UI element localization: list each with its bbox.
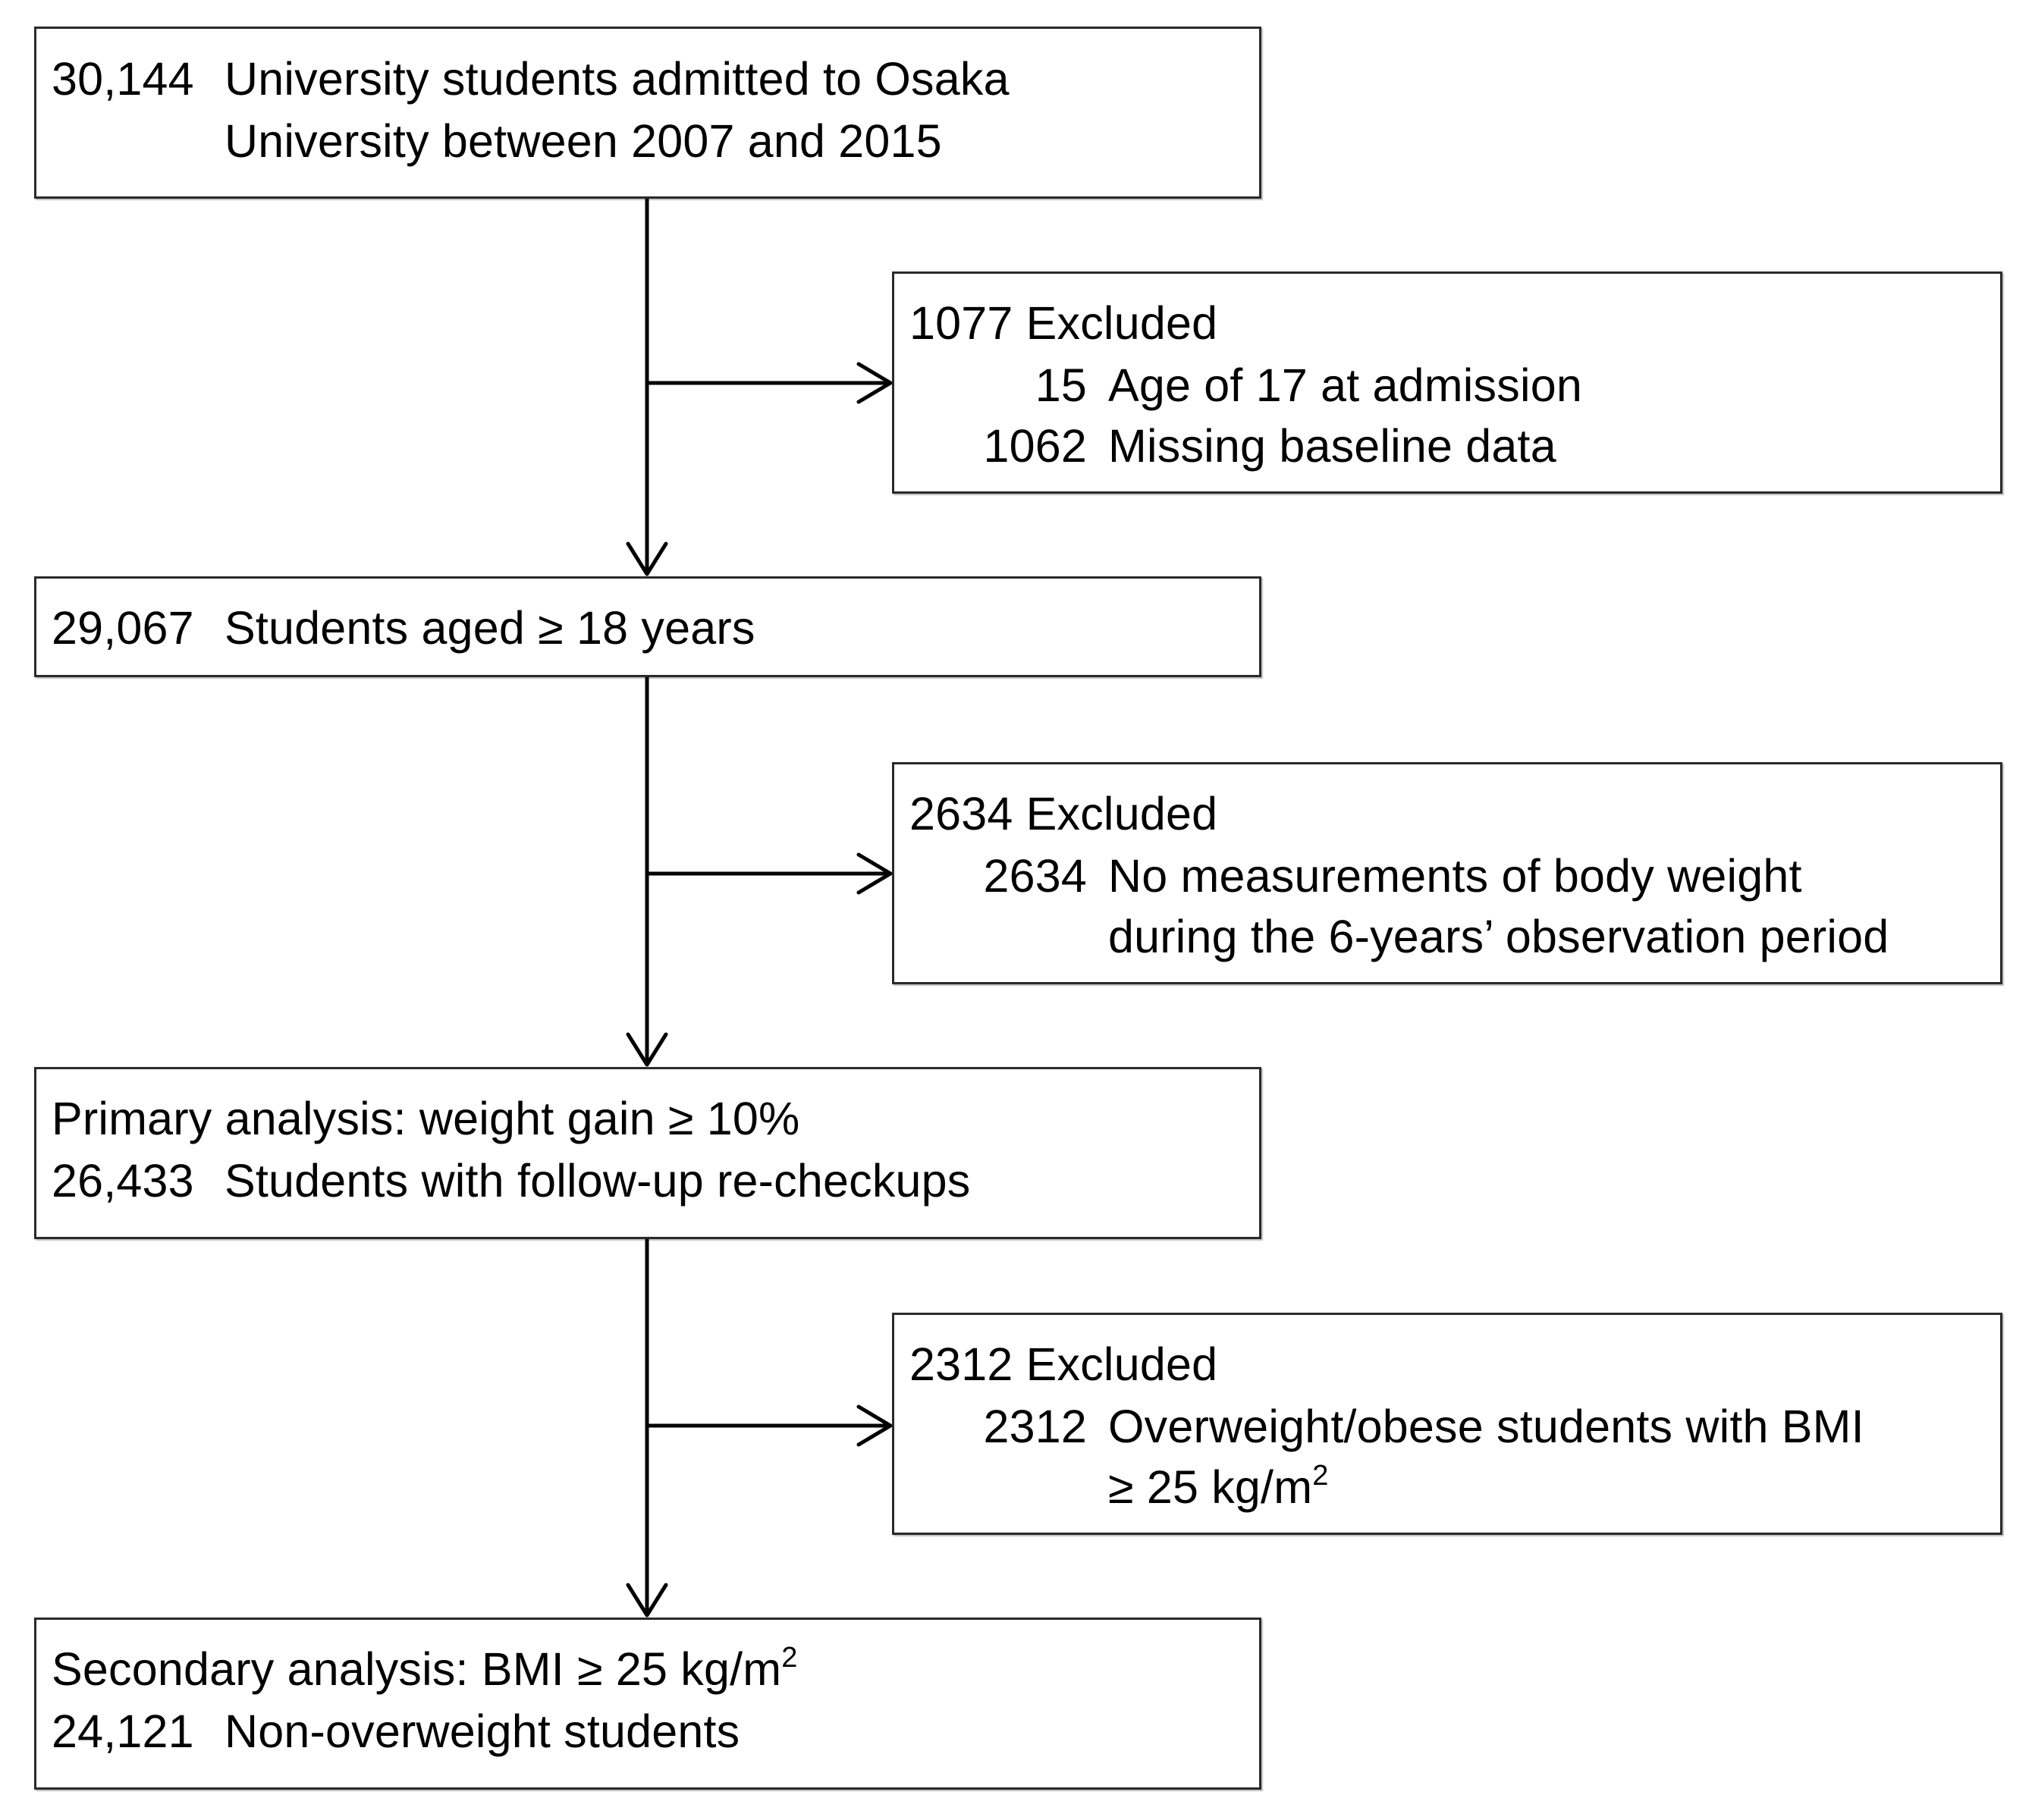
exclusion3-item1-line2: ≥ 25 kg/m2 <box>1108 1456 1329 1518</box>
box-exclusion2: 2634 Excluded 2634 No measurements of bo… <box>892 762 2002 984</box>
arrowhead-aged18 <box>626 541 668 576</box>
primary-count: 26,433 <box>52 1155 194 1207</box>
primary-label: Students with follow-up re-checkups <box>225 1155 971 1207</box>
arrowhead-secondary <box>626 1583 668 1618</box>
box-aged18: 29,067 Students aged ≥ 18 years <box>34 576 1261 677</box>
exclusion3-item1-count: 2312 <box>983 1401 1087 1452</box>
aged18-label: Students aged ≥ 18 years <box>225 602 755 654</box>
secondary-title-superscript: 2 <box>781 1642 798 1674</box>
exclusion2-item1-count: 2634 <box>983 850 1087 902</box>
exclusion3-item1-line2-superscript: 2 <box>1312 1460 1329 1492</box>
exclusion1-item2-count: 1062 <box>983 420 1087 472</box>
exclusion2-header: 2634 Excluded <box>909 788 1218 839</box>
arrowhead-exclusion3 <box>856 1404 893 1447</box>
box-primary-analysis: Primary analysis: weight gain ≥ 10% 26,4… <box>34 1067 1261 1239</box>
box-admitted: 30,144 University students admitted to O… <box>34 27 1261 199</box>
admitted-line1: University students admitted to Osaka <box>225 53 1010 105</box>
exclusion1-item1-count: 15 <box>1035 359 1087 411</box>
primary-title: Primary analysis: weight gain ≥ 10% <box>52 1093 800 1144</box>
aged18-count: 29,067 <box>52 602 194 654</box>
arrowhead-exclusion2 <box>856 852 893 895</box>
exclusion3-item1-line2-text: ≥ 25 kg/m <box>1108 1461 1313 1513</box>
arrowhead-primary <box>626 1032 668 1067</box>
exclusion1-header: 1077 Excluded <box>909 297 1218 349</box>
secondary-title: Secondary analysis: BMI ≥ 25 kg/m2 <box>52 1638 798 1700</box>
exclusion3-item1-line1: Overweight/obese students with BMI <box>1108 1401 1864 1452</box>
box-exclusion1: 1077 Excluded 15 Age of 17 at admission … <box>892 271 2002 494</box>
secondary-count: 24,121 <box>52 1705 194 1757</box>
box-exclusion3: 2312 Excluded 2312 Overweight/obese stud… <box>892 1313 2002 1535</box>
box-secondary-analysis: Secondary analysis: BMI ≥ 25 kg/m2 24,12… <box>34 1618 1261 1790</box>
arrowhead-exclusion1 <box>856 362 893 404</box>
exclusion1-item1-label: Age of 17 at admission <box>1108 359 1582 411</box>
admitted-count: 30,144 <box>52 53 194 105</box>
exclusion2-item1-line2: during the 6-years’ observation period <box>1108 911 1889 962</box>
admitted-line2: University between 2007 and 2015 <box>225 115 942 167</box>
exclusion1-item2-label: Missing baseline data <box>1108 420 1556 472</box>
secondary-title-text: Secondary analysis: BMI ≥ 25 kg/m <box>52 1643 782 1695</box>
secondary-label: Non-overweight students <box>225 1705 740 1757</box>
exclusion3-header: 2312 Excluded <box>909 1338 1218 1390</box>
exclusion2-item1-line1: No measurements of body weight <box>1108 850 1802 902</box>
